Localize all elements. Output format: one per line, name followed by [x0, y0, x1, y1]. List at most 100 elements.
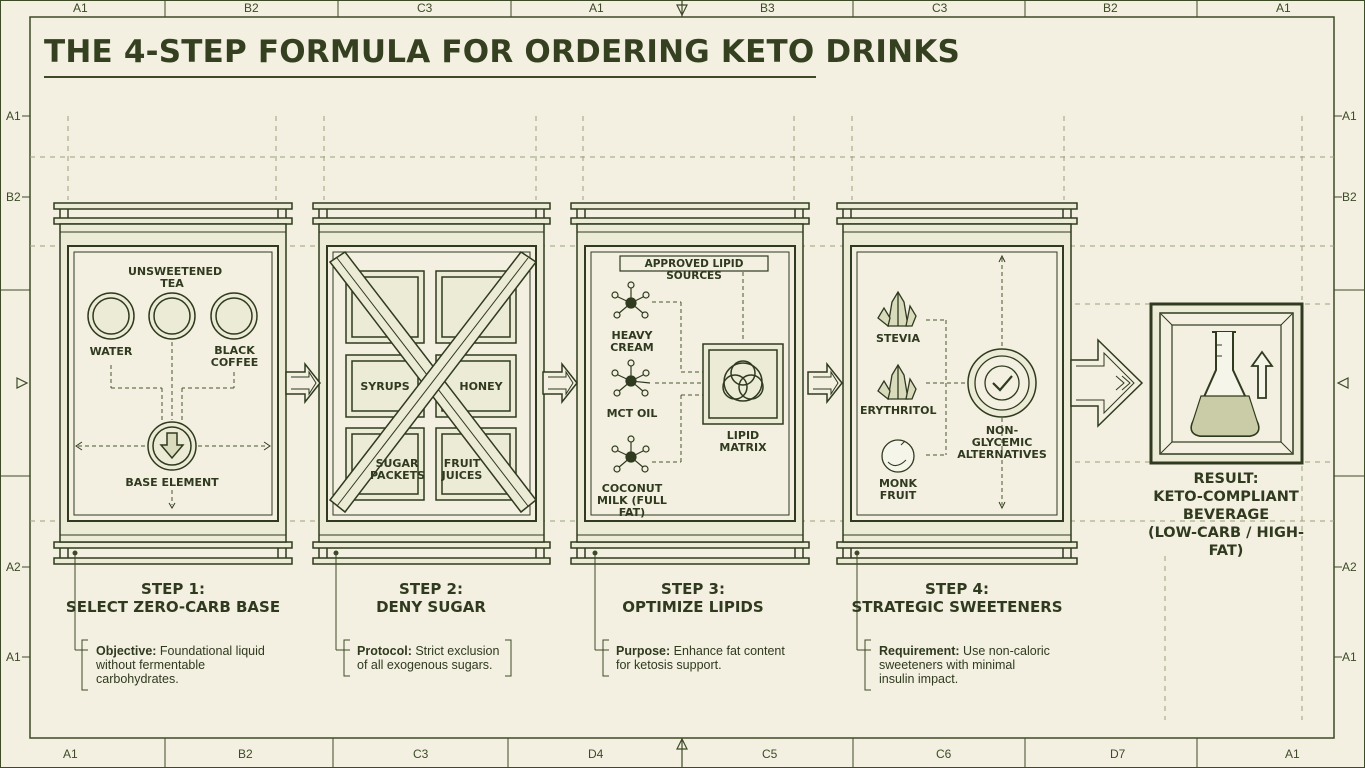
ref-right-2: B2: [1342, 190, 1357, 204]
up-arrow-icon: [1250, 350, 1274, 399]
step4-note-text: Use non-caloric sweeteners with minimal …: [879, 644, 1050, 686]
step4-heading-title: STRATEGIC SWEETENERS: [851, 598, 1063, 616]
step3-heading-number: STEP 3:: [661, 580, 725, 598]
ref-bottom-6: C6: [936, 747, 952, 761]
ref-bottom-3: C3: [413, 747, 429, 761]
step4-cabinet: [836, 202, 1078, 565]
ref-top-1: A1: [73, 1, 88, 15]
molecule-icon-mct: [611, 359, 651, 397]
result-line3: BEVERAGE: [1182, 507, 1270, 523]
page-title: THE 4-STEP FORMULA FOR ORDERING KETO DRI…: [44, 34, 961, 70]
arrow-4-result: [1070, 338, 1144, 428]
step1-heading-number: STEP 1:: [141, 580, 205, 598]
centering-marks: [16, 0, 1349, 768]
ref-top-5: B3: [760, 1, 775, 15]
step4-diagram: [877, 254, 1037, 510]
step4-note-key: Requirement:: [879, 644, 960, 658]
result-label: RESULT: KETO-COMPLIANT BEVERAGE (LOW-CAR…: [1136, 470, 1316, 560]
ref-left-4: A1: [6, 650, 21, 664]
arrow-1-2: [285, 361, 321, 405]
step2-diagram: [328, 250, 538, 514]
result-line1: RESULT:: [1193, 471, 1259, 487]
stevia-crystal-icon: [877, 290, 917, 328]
ref-top-3: C3: [417, 1, 433, 15]
step1-note-key: Objective:: [96, 644, 157, 658]
step4-heading-number: STEP 4:: [925, 580, 989, 598]
label-sugar-packets: SUGAR PACKETS: [370, 457, 426, 482]
step2-note: Protocol: Strict exclusion of all exogen…: [357, 644, 503, 672]
label-mct-oil: MCT OIL: [606, 407, 658, 420]
venn-icon: [722, 360, 764, 402]
ref-right-1: A1: [1342, 109, 1357, 123]
label-coconut-milk: COCONUT MILK (FULL FAT): [597, 482, 667, 519]
ref-bottom-8: A1: [1285, 747, 1300, 761]
step2-heading-title: DENY SUGAR: [376, 598, 486, 616]
step1-heading-title: SELECT ZERO-CARB BASE: [65, 598, 281, 616]
label-honey: HONEY: [459, 380, 503, 393]
coffee-circle: [210, 292, 258, 340]
result-line4: (LOW-CARB / HIGH-FAT): [1147, 525, 1305, 559]
step3-note-text: Enhance fat content for ketosis support.: [616, 644, 785, 672]
erythritol-crystal-icon: [877, 363, 917, 401]
arrow-3-4: [807, 361, 843, 405]
label-syrups: SYRUPS: [360, 380, 410, 393]
label-monk-fruit: MONK FRUIT: [878, 477, 918, 502]
label-heavy-cream: HEAVY CREAM: [610, 329, 654, 354]
approved-lipid-box: [619, 255, 769, 272]
note-leaders: [72, 550, 871, 691]
arrow-2-3: [542, 361, 578, 405]
step4-note: Requirement: Use non-caloric sweeteners …: [879, 644, 1051, 686]
tea-circle: [148, 292, 196, 340]
ref-bottom-4: D4: [588, 747, 604, 761]
ref-top-7: B2: [1103, 1, 1118, 15]
step2-heading-number: STEP 2:: [399, 580, 463, 598]
step3-note: Purpose: Enhance fat content for ketosis…: [616, 644, 786, 672]
ref-left-2: B2: [6, 190, 21, 204]
ref-left-1: A1: [6, 109, 21, 123]
water-circle: [87, 292, 135, 340]
label-erythritol: ERYTHRITOL: [860, 404, 937, 417]
step3-heading: STEP 3: OPTIMIZE LIPIDS: [577, 580, 809, 616]
step1-cabinet: [53, 202, 293, 565]
label-non-glycemic: NON-GLYCEMIC ALTERNATIVES: [957, 424, 1047, 461]
ref-top-4: A1: [589, 1, 604, 15]
title-underline: [44, 76, 816, 78]
ref-right-3: A2: [1342, 560, 1357, 574]
flow-arrows: [285, 338, 1144, 428]
label-black-coffee: BLACK COFFEE: [210, 344, 259, 369]
lipid-matrix-box: [702, 343, 784, 425]
step3-note-key: Purpose:: [616, 644, 671, 658]
step4-heading: STEP 4: STRATEGIC SWEETENERS: [842, 580, 1072, 616]
label-lipid-matrix: LIPID MATRIX: [719, 429, 767, 454]
label-approved-lipid-sources: APPROVED LIPID SOURCES: [644, 258, 744, 282]
molecule-icon-coconut: [611, 435, 650, 473]
ref-left-3: A2: [6, 560, 21, 574]
monk-fruit-icon: [881, 439, 915, 473]
step1-diagram: [75, 292, 271, 509]
step1-note-text: Foundational liquid without fermentable …: [96, 644, 265, 686]
step2-heading: STEP 2: DENY SUGAR: [318, 580, 544, 616]
step1-note: Objective: Foundational liquid without f…: [96, 644, 268, 686]
label-unsweetened-tea: UNSWEETENED TEA: [128, 265, 223, 290]
step3-diagram: [611, 255, 784, 473]
flask-icon: [1190, 331, 1260, 437]
down-arrow-icon: [159, 432, 185, 460]
ref-top-2: B2: [244, 1, 259, 15]
ref-bottom-7: D7: [1110, 747, 1126, 761]
label-base-element: BASE ELEMENT: [125, 476, 219, 489]
ref-right-4: A1: [1342, 650, 1357, 664]
checkmark-badge-icon: [967, 348, 1037, 418]
label-fruit-juices: FRUIT JUICES: [441, 457, 483, 482]
label-stevia: STEVIA: [875, 332, 921, 345]
result-line2: KETO-COMPLIANT: [1153, 489, 1299, 505]
ref-top-6: C3: [932, 1, 948, 15]
step1-heading: STEP 1: SELECT ZERO-CARB BASE: [60, 580, 286, 616]
label-water: WATER: [89, 345, 133, 358]
ref-bottom-2: B2: [238, 747, 253, 761]
step2-note-key: Protocol:: [357, 644, 412, 658]
molecule-icon-cream: [611, 281, 650, 319]
result-box: [1149, 302, 1304, 465]
step3-heading-title: OPTIMIZE LIPIDS: [622, 598, 764, 616]
step2-note-text: Strict exclusion of all exogenous sugars…: [357, 644, 500, 672]
